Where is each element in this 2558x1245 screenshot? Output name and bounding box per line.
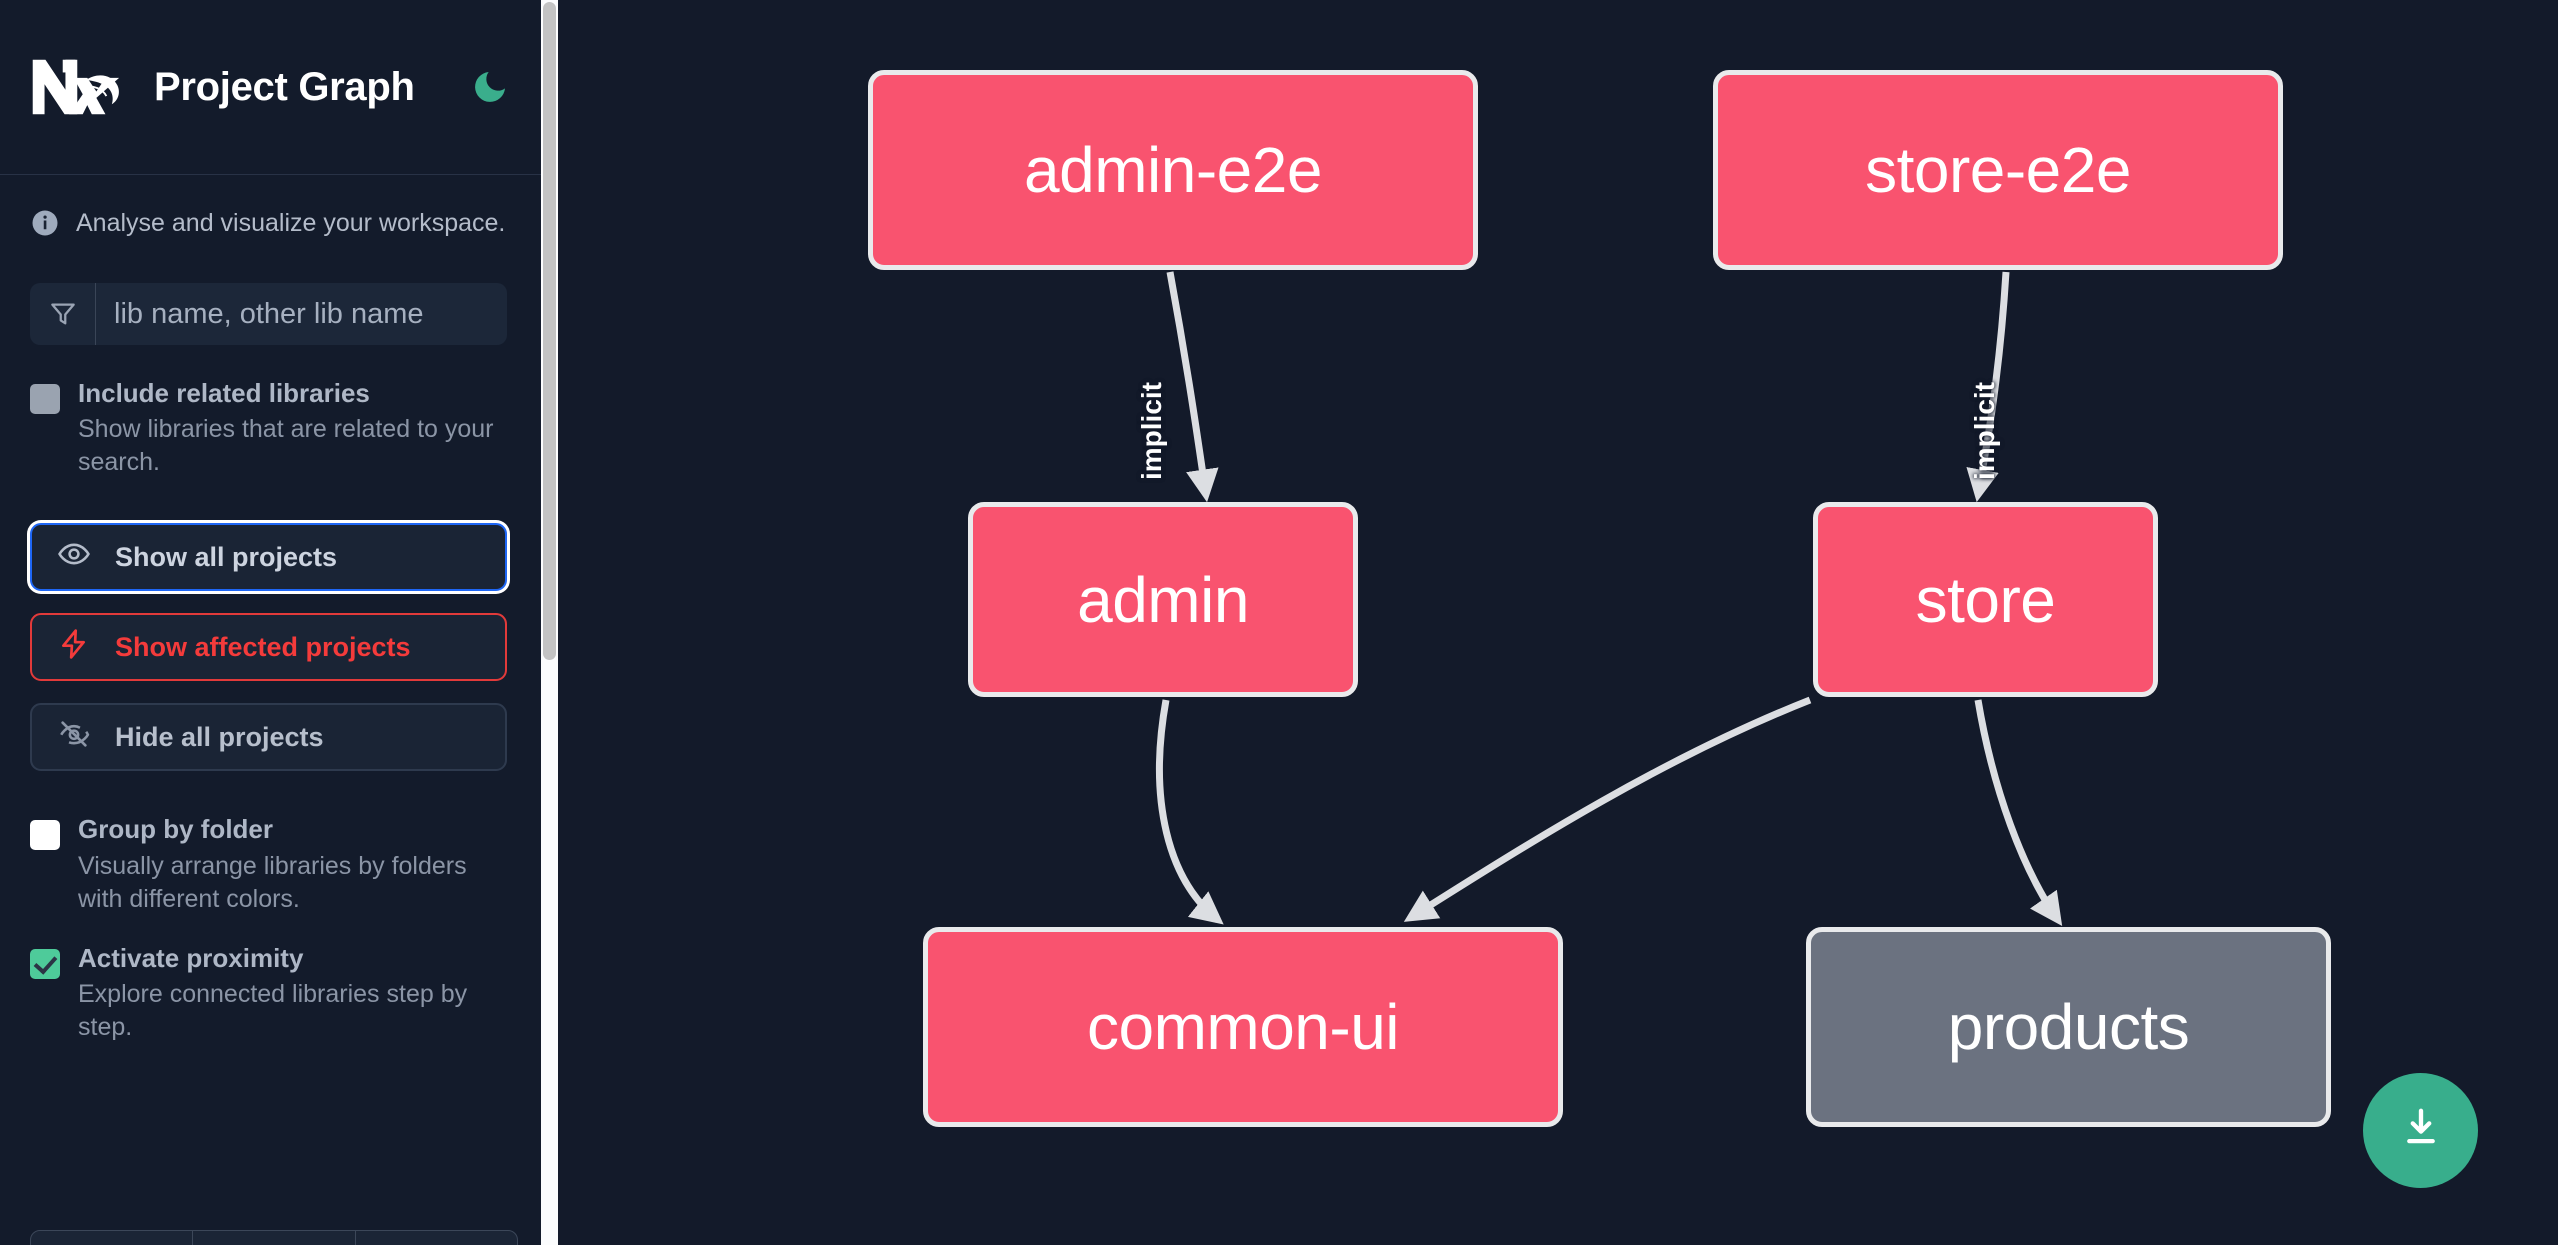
sidebar: Project Graph Analyse and visualize yo xyxy=(0,0,558,1245)
group-by-folder-description: Visually arrange libraries by folders wi… xyxy=(78,851,467,913)
sidebar-scrollbar-thumb[interactable] xyxy=(543,2,556,660)
graph-canvas[interactable]: admin-e2e store-e2e admin store common-u… xyxy=(558,0,2558,1245)
option-text-block: Activate proximity Explore connected lib… xyxy=(78,942,507,1044)
moon-icon[interactable] xyxy=(467,64,513,110)
activate-proximity-description: Explore connected libraries step by step… xyxy=(78,979,468,1041)
option-text-block: Include related libraries Show libraries… xyxy=(78,377,507,479)
hide-all-projects-label: Hide all projects xyxy=(115,721,324,752)
search-input[interactable] xyxy=(96,283,507,345)
graph-node-store[interactable]: store xyxy=(1813,502,2158,697)
activate-proximity-checkbox[interactable] xyxy=(30,948,60,979)
workspace-info: Analyse and visualize your workspace. xyxy=(0,175,542,238)
option-text-block: Group by folder Visually arrange librari… xyxy=(78,813,507,915)
edge-admin-to-common-ui xyxy=(1156,699,1224,925)
graph-node-label: store xyxy=(1915,563,2056,636)
sidebar-header: Project Graph xyxy=(0,0,542,175)
edge-store-to-products xyxy=(1974,699,2063,926)
include-related-libraries-description: Show libraries that are related to your … xyxy=(78,415,494,477)
segmented-control-partial[interactable] xyxy=(30,1230,518,1245)
page-title: Project Graph xyxy=(154,64,415,109)
info-icon xyxy=(30,208,60,238)
segment-3[interactable] xyxy=(356,1231,517,1245)
eye-icon xyxy=(57,537,91,578)
activate-proximity-label: Activate proximity xyxy=(78,942,304,973)
lightning-icon xyxy=(57,627,91,668)
group-by-folder-label: Group by folder xyxy=(78,814,273,845)
search-box[interactable] xyxy=(30,283,507,345)
sidebar-scrollbar[interactable] xyxy=(541,0,558,1245)
projects-button-group: Show all projects Show affected projects xyxy=(0,479,542,772)
graph-node-products[interactable]: products xyxy=(1806,927,2331,1127)
download-icon xyxy=(2395,1103,2447,1158)
graph-edges xyxy=(1156,271,2063,926)
graph-node-store-e2e[interactable]: store-e2e xyxy=(1713,70,2283,270)
graph-node-admin[interactable]: admin xyxy=(968,502,1358,697)
eye-off-icon xyxy=(57,717,91,758)
download-graph-button[interactable] xyxy=(2363,1073,2478,1188)
show-all-projects-label: Show all projects xyxy=(115,541,338,572)
graph-node-label: products xyxy=(1947,991,2190,1063)
edge-store-to-common-ui xyxy=(1403,696,1812,922)
show-affected-projects-button[interactable]: Show affected projects xyxy=(30,613,507,682)
workspace-info-text: Analyse and visualize your workspace. xyxy=(76,209,506,237)
segment-2[interactable] xyxy=(193,1231,356,1245)
edge-admin-e2e-to-admin xyxy=(1166,271,1219,503)
graph-node-admin-e2e[interactable]: admin-e2e xyxy=(868,70,1478,270)
nx-logo-icon xyxy=(30,56,130,118)
filter-icon xyxy=(30,283,96,345)
segment-1[interactable] xyxy=(31,1231,194,1245)
sidebar-content: Project Graph Analyse and visualize yo xyxy=(0,0,558,1245)
option-activate-proximity[interactable]: Activate proximity Explore connected lib… xyxy=(0,916,542,1044)
graph-node-label: admin-e2e xyxy=(1024,134,1322,206)
show-all-projects-button[interactable]: Show all projects xyxy=(30,523,507,592)
group-by-folder-checkbox[interactable] xyxy=(30,820,60,851)
graph-node-label: admin xyxy=(1077,563,1249,636)
option-group-by-folder[interactable]: Group by folder Visually arrange librari… xyxy=(0,771,542,915)
include-related-libraries-checkbox[interactable] xyxy=(30,384,60,414)
graph-node-common-ui[interactable]: common-ui xyxy=(923,927,1563,1127)
hide-all-projects-button[interactable]: Hide all projects xyxy=(30,703,507,772)
graph-node-label: store-e2e xyxy=(1865,134,2131,206)
include-related-libraries-label: Include related libraries xyxy=(78,378,370,408)
search-section xyxy=(0,238,542,345)
edge-store-e2e-to-store xyxy=(1966,271,2010,503)
show-affected-projects-label: Show affected projects xyxy=(115,631,411,662)
graph-node-label: common-ui xyxy=(1086,991,1400,1063)
option-include-related-libraries[interactable]: Include related libraries Show libraries… xyxy=(0,345,542,479)
